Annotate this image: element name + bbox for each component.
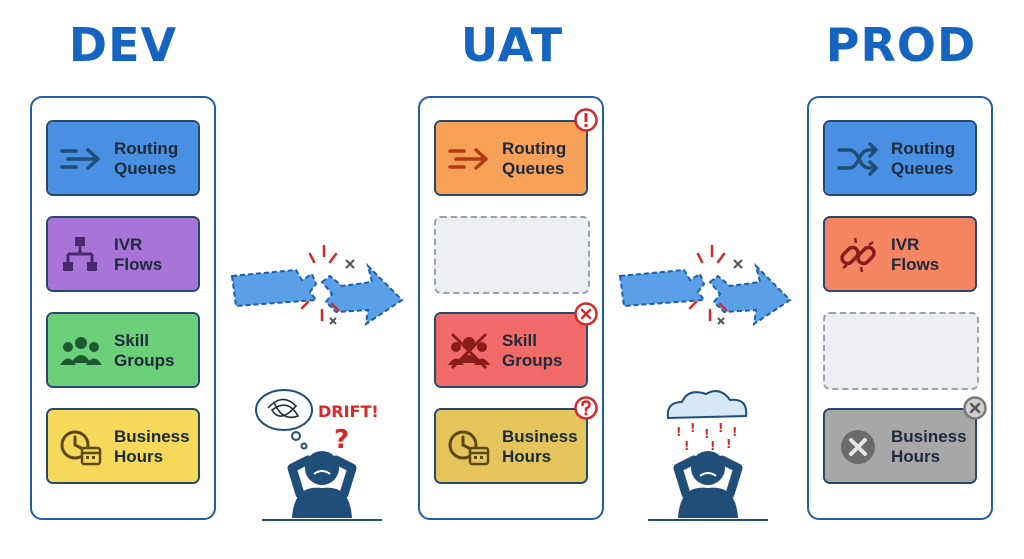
people-group-icon [60,337,102,365]
people-group-crossed-icon [448,332,490,370]
env-title-uat: UAT [460,18,564,72]
warning-icon [574,108,598,132]
prod-missing-skill-groups-slot [823,312,979,390]
routing-arrow-icon [60,148,100,170]
svg-text:!: ! [718,421,723,435]
flow-chart-icon [63,237,97,271]
drift-warning-label: DRIFT! [318,402,379,421]
x-circle-icon [841,430,875,464]
disabled-x-icon [963,396,987,420]
shuffle-icon [837,142,878,176]
svg-text:?: ? [334,425,349,455]
stressed-engineer-storm-cloud-illustration: !!! !!! !! [648,390,768,521]
routing-arrow-icon [448,148,488,170]
svg-text:!: ! [704,427,709,441]
error-x-icon [574,302,598,326]
svg-text:!: ! [676,425,681,439]
svg-text:!: ! [726,437,731,451]
clock-calendar-icon [60,430,102,466]
uat-missing-ivr-flows-slot [434,216,590,294]
svg-text:!: ! [732,425,737,439]
svg-text:!: ! [684,439,689,453]
x-mark [345,259,355,269]
broken-promotion-arrow-dev-to-uat [230,244,404,327]
confused-engineer-illustration: ? [255,389,382,521]
env-title-dev: DEV [68,18,178,72]
question-icon [574,396,598,420]
svg-text:!: ! [690,421,695,435]
broken-link-icon [840,237,876,273]
env-title-prod: PROD [825,18,977,72]
svg-text:!: ! [710,439,715,453]
broken-promotion-arrow-uat-to-prod [618,244,792,327]
clock-calendar-icon [448,430,490,466]
